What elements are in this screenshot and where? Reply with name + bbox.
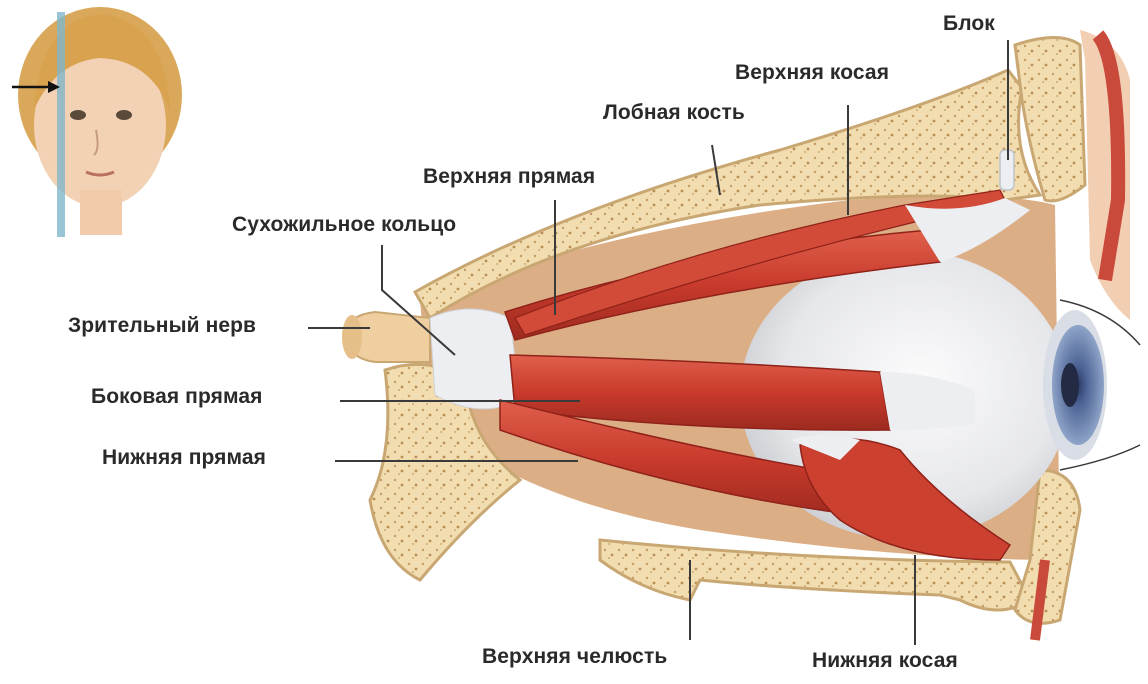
optic-nerve [342,312,430,362]
label-frontal-bone: Лобная кость [603,101,745,125]
label-annulus: Сухожильное кольцо [232,213,456,237]
head-orientation-icon [18,7,182,237]
label-optic-nerve: Зрительный нерв [68,314,256,338]
label-inferior-oblique: Нижняя косая [812,649,958,673]
label-lateral-rectus: Боковая прямая [91,385,262,409]
label-superior-oblique: Верхняя косая [735,61,889,85]
label-maxilla: Верхняя челюсть [482,645,667,669]
label-inferior-rectus: Нижняя прямая [102,446,266,470]
label-superior-rectus: Верхняя прямая [423,165,595,189]
label-trochlea: Блок [943,12,995,36]
